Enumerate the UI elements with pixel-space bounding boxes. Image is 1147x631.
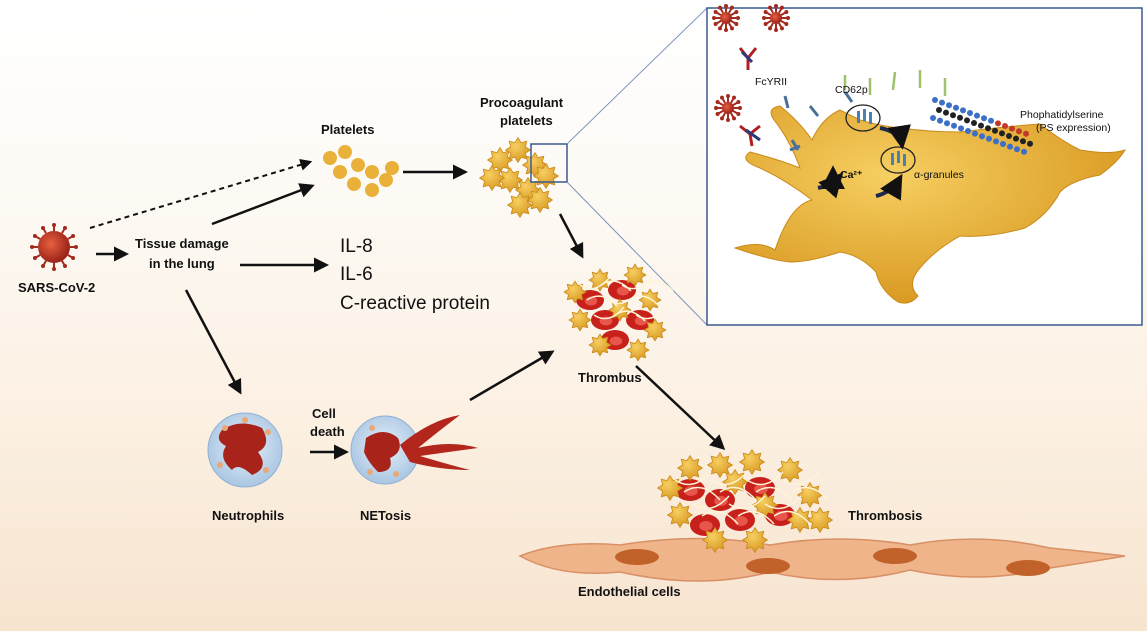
curved-arrow-3 bbox=[875, 173, 903, 201]
arrow-tissue-to-platelets bbox=[211, 183, 315, 226]
arrows bbox=[89, 159, 726, 460]
label-platelets: Platelets bbox=[321, 122, 374, 137]
arrow-netosis-to-thrombus bbox=[469, 350, 555, 402]
inset-label-cd62p: CD62p bbox=[835, 84, 868, 96]
granule-contents bbox=[857, 109, 906, 166]
inset-virus-icons bbox=[712, 4, 790, 122]
label-procoagulant-1: Procoagulant bbox=[480, 95, 564, 110]
label-thrombus: Thrombus bbox=[578, 370, 642, 385]
inset-label-fcyrii: FcYRII bbox=[755, 76, 787, 88]
label-crp: C-reactive protein bbox=[340, 293, 490, 314]
label-cell-death-2: death bbox=[310, 424, 345, 439]
label-netosis: NETosis bbox=[360, 508, 411, 523]
label-tissue-damage-2: in the lung bbox=[149, 256, 215, 271]
label-il8: IL-8 bbox=[340, 236, 373, 257]
arrow-procoagulant-to-thrombus bbox=[558, 213, 584, 259]
thrombus-icon bbox=[563, 263, 674, 362]
inset-label-granules: α-granules bbox=[914, 169, 964, 181]
platelets-icon bbox=[323, 145, 399, 197]
label-il6: IL-6 bbox=[340, 264, 373, 285]
zoom-line-bottom bbox=[566, 181, 708, 326]
label-cell-death-1: Cell bbox=[312, 406, 336, 421]
receptors bbox=[783, 91, 854, 152]
label-tissue-damage-1: Tissue damage bbox=[135, 236, 229, 251]
cd62p-molecules bbox=[843, 70, 947, 96]
zoom-line-top bbox=[566, 7, 708, 145]
procoagulant-platelets-icon bbox=[478, 136, 560, 219]
inset-label-ps-2: (PS expression) bbox=[1036, 122, 1111, 134]
label-neutrophils: Neutrophils bbox=[212, 508, 284, 523]
netosis-icon bbox=[350, 415, 478, 485]
granule-circle-1 bbox=[845, 104, 881, 132]
arrow-thrombus-to-thrombosis bbox=[635, 365, 726, 451]
inset-label-ps-1: Phophatidylserine bbox=[1020, 109, 1104, 121]
virus-icon bbox=[30, 223, 78, 271]
ps-expression-band bbox=[930, 97, 1033, 155]
antibody-icons bbox=[738, 47, 761, 147]
label-procoagulant-2: platelets bbox=[500, 113, 553, 128]
curved-arrow-1 bbox=[879, 124, 911, 150]
thrombosis-icon bbox=[656, 448, 834, 554]
arrow-virus-to-platelets bbox=[89, 159, 313, 229]
label-thrombosis: Thrombosis bbox=[848, 508, 922, 523]
label-sars-cov-2: SARS-CoV-2 bbox=[18, 280, 95, 295]
endothelial-layer bbox=[518, 537, 1126, 582]
arrow-tissue-to-neutrophils bbox=[184, 289, 242, 395]
neutrophil-icon bbox=[207, 412, 283, 488]
inset-label-calcium: Ca²⁺ bbox=[840, 169, 863, 181]
inset-panel: FcYRII CD62p Phophatidylserine (PS expre… bbox=[706, 4, 1143, 326]
zoom-box bbox=[530, 143, 568, 183]
label-endothelial-cells: Endothelial cells bbox=[578, 584, 681, 599]
